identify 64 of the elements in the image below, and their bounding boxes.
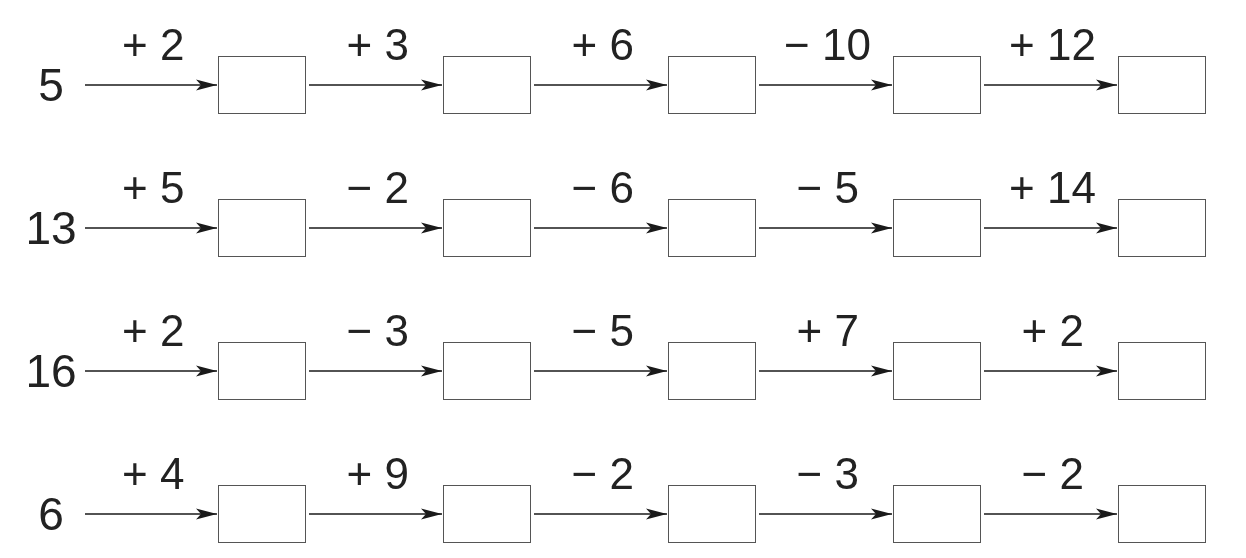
arrow bbox=[758, 222, 893, 234]
edge-label: + 7 bbox=[796, 307, 859, 355]
answer-box bbox=[1118, 485, 1206, 543]
answer-box bbox=[443, 56, 531, 114]
start-number: 16 bbox=[20, 345, 82, 397]
edge-label: − 10 bbox=[784, 21, 871, 69]
edge-label: + 9 bbox=[346, 450, 409, 498]
edge-label: + 2 bbox=[1021, 307, 1084, 355]
edge-label: + 3 bbox=[346, 21, 409, 69]
answer-box bbox=[218, 199, 306, 257]
arrow bbox=[533, 365, 668, 377]
edge-label: + 14 bbox=[1009, 164, 1096, 212]
edge-label: − 2 bbox=[571, 450, 634, 498]
edge-label: − 5 bbox=[571, 307, 634, 355]
answer-box bbox=[893, 485, 981, 543]
answer-box bbox=[443, 342, 531, 400]
start-number: 5 bbox=[20, 59, 82, 111]
answer-box bbox=[218, 485, 306, 543]
answer-box bbox=[218, 342, 306, 400]
answer-box bbox=[893, 199, 981, 257]
edge-label: + 2 bbox=[122, 21, 185, 69]
arrow bbox=[533, 222, 668, 234]
arrow bbox=[533, 508, 668, 520]
arrow bbox=[758, 508, 893, 520]
answer-box bbox=[668, 199, 756, 257]
arrow bbox=[983, 365, 1118, 377]
answer-box bbox=[668, 485, 756, 543]
answer-box bbox=[1118, 56, 1206, 114]
edge-label: − 3 bbox=[346, 307, 409, 355]
arrow bbox=[84, 508, 218, 520]
arrow bbox=[84, 79, 218, 91]
answer-box bbox=[893, 342, 981, 400]
arrow bbox=[308, 365, 443, 377]
arrow bbox=[983, 222, 1118, 234]
edge-label: − 2 bbox=[1021, 450, 1084, 498]
edge-label: − 6 bbox=[571, 164, 634, 212]
arrow bbox=[308, 79, 443, 91]
answer-box bbox=[668, 56, 756, 114]
edge-label: + 4 bbox=[122, 450, 185, 498]
arrow bbox=[308, 508, 443, 520]
edge-label: + 5 bbox=[122, 164, 185, 212]
start-number: 6 bbox=[20, 488, 82, 540]
arrow bbox=[533, 79, 668, 91]
answer-box bbox=[1118, 342, 1206, 400]
arrow bbox=[983, 79, 1118, 91]
answer-box bbox=[668, 342, 756, 400]
arrow bbox=[84, 365, 218, 377]
answer-box bbox=[218, 56, 306, 114]
edge-label: + 2 bbox=[122, 307, 185, 355]
arrow bbox=[758, 79, 893, 91]
edge-label: + 6 bbox=[571, 21, 634, 69]
edge-label: − 3 bbox=[796, 450, 859, 498]
edge-label: − 5 bbox=[796, 164, 859, 212]
answer-box bbox=[1118, 199, 1206, 257]
answer-box bbox=[443, 199, 531, 257]
arrow bbox=[84, 222, 218, 234]
arrow bbox=[308, 222, 443, 234]
edge-label: + 12 bbox=[1009, 21, 1096, 69]
edge-label: − 2 bbox=[346, 164, 409, 212]
arrow bbox=[983, 508, 1118, 520]
arrow bbox=[758, 365, 893, 377]
answer-box bbox=[893, 56, 981, 114]
start-number: 13 bbox=[20, 202, 82, 254]
answer-box bbox=[443, 485, 531, 543]
